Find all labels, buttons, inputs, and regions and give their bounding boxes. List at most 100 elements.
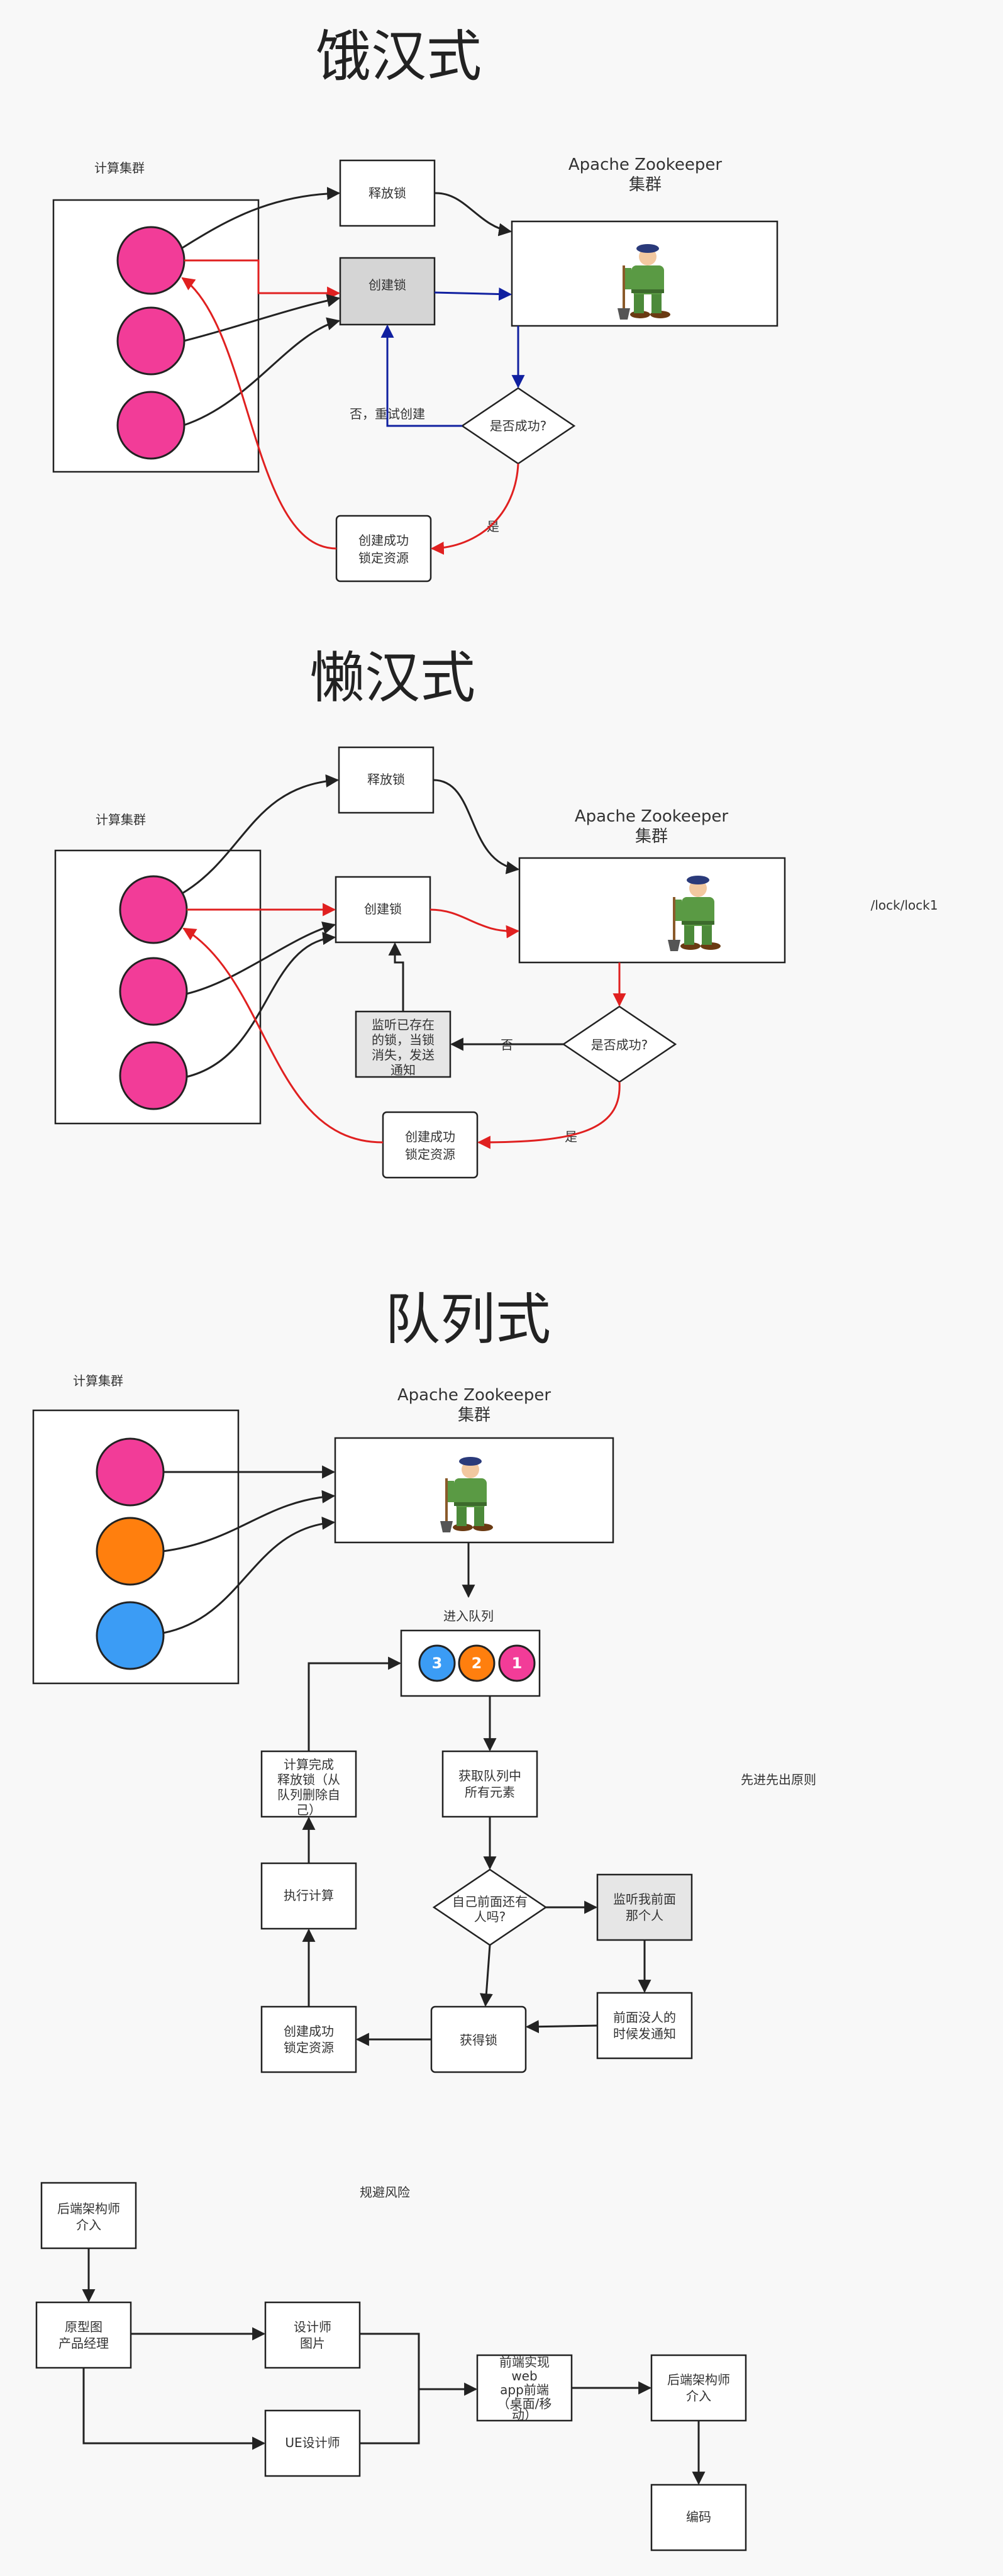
hungry-node-3[interactable]: [116, 391, 186, 460]
section-lazy: 懒汉式 计算集群 释放锁 创建锁 Apache Zookeeper 集群 /lo…: [54, 645, 938, 1179]
queue-success-box: [260, 2005, 357, 2073]
process-frontend-line5: 动）: [512, 2407, 537, 2423]
hungry-success-line1: 创建成功: [358, 533, 409, 548]
lazy-decision-label: 是否成功?: [591, 1037, 648, 1052]
queue-item-3: [498, 1644, 536, 1682]
lazy-edge-node3-create: [186, 932, 336, 1078]
hungry-yes-label: 是: [487, 519, 499, 534]
process-prototype-line2: 产品经理: [58, 2336, 109, 2351]
process-backend-arch-1-line2: 介入: [76, 2217, 101, 2233]
hungry-zk-title: Apache Zookeeper: [568, 155, 723, 174]
lazy-edge-success-node1: [182, 927, 384, 1144]
hungry-success-box: [335, 515, 432, 583]
process-frontend-line1: 前端实现: [499, 2355, 550, 2370]
hungry-success-line2: 锁定资源: [358, 550, 409, 566]
process-risk-note: 规避风险: [360, 2185, 410, 2200]
process-frontend-box: [476, 2354, 573, 2422]
lazy-release-lock-box: [338, 746, 435, 814]
hungry-zk-sub: 集群: [629, 176, 662, 194]
queue-release-line3: 队列删除自: [277, 1787, 340, 1802]
queue-release-line1: 计算完成: [284, 1757, 334, 1772]
queue-title: 队列式: [385, 1287, 551, 1352]
hungry-node-1[interactable]: [116, 226, 186, 295]
lazy-create-lock-box: [335, 876, 431, 944]
queue-zk-sub: 集群: [458, 1406, 490, 1425]
queue-enter-label: 进入队列: [443, 1609, 494, 1624]
queue-item-3-label: 1: [512, 1654, 523, 1672]
queue-zk-title: Apache Zookeeper: [397, 1386, 551, 1405]
lazy-zk-sub: 集群: [635, 827, 668, 846]
hungry-edge-node1-release: [182, 187, 341, 249]
process-backend-arch-1-box: [40, 2182, 137, 2250]
queue-node-2[interactable]: [96, 1517, 165, 1586]
lazy-watch-line1: 监听已存在: [372, 1017, 435, 1032]
lazy-watch-line3: 消失，发送: [372, 1047, 435, 1062]
lazy-cluster-label: 计算集群: [96, 812, 146, 827]
section-queue: 队列式 计算集群 Apache Zookeeper 集群 进入队列 3 2 1 …: [32, 1287, 816, 2073]
lazy-node-1[interactable]: [119, 875, 188, 944]
queue-release-box: [260, 1750, 357, 1818]
queue-compute-label: 执行计算: [284, 1888, 334, 1903]
process-edge-prototype-ue: [82, 2368, 266, 2450]
queue-decision-line2: 人吗?: [474, 1909, 506, 1924]
queue-notify-line2: 时候发通知: [613, 2026, 676, 2041]
queue-watch-prev-line1: 监听我前面: [613, 1892, 676, 1907]
process-coding-label: 编码: [686, 2509, 711, 2524]
hungry-edge-yes: [430, 463, 519, 555]
lazy-success-line2: 锁定资源: [405, 1147, 455, 1162]
queue-edge-node2-zk: [162, 1490, 336, 1553]
process-backend-arch-2-box: [650, 2354, 747, 2422]
hungry-edge-node2-create: [183, 294, 341, 342]
lazy-watch-line4: 通知: [391, 1062, 416, 1078]
hungry-edge-node1-create: [184, 259, 341, 300]
queue-success-line2: 锁定资源: [284, 2040, 334, 2055]
queue-edge-decision-getlock: [479, 1944, 493, 2007]
queue-edge-release-queue: [308, 1656, 402, 1751]
process-backend-arch-2-line2: 介入: [686, 2389, 711, 2404]
hungry-node-2[interactable]: [116, 306, 186, 376]
queue-release-line4: 己）: [296, 1802, 321, 1817]
hungry-edge-node3-create: [183, 317, 341, 427]
process-designer-line2: 图片: [300, 2336, 325, 2351]
hungry-release-lock-label: 释放锁: [369, 186, 406, 201]
hungry-create-lock-box: [339, 257, 436, 326]
lazy-success-line1: 创建成功: [405, 1129, 455, 1144]
hungry-create-lock-label: 创建锁: [369, 277, 406, 293]
lazy-watch-line2: 的锁，当锁: [372, 1032, 435, 1047]
hungry-edge-release-zk: [434, 192, 513, 237]
process-frontend-line4: （桌面/移: [497, 2396, 552, 2411]
process-ue-designer-label: UE设计师: [285, 2435, 340, 2450]
process-prototype-line1: 原型图: [65, 2319, 103, 2334]
queue-item-2-label: 2: [472, 1654, 482, 1672]
lazy-edge-release-zk: [433, 779, 520, 874]
queue-watch-prev-box: [596, 1873, 693, 1941]
lazy-zk-box: [518, 857, 786, 964]
hungry-title: 饿汉式: [316, 24, 482, 89]
lazy-yes-label: 是: [565, 1129, 577, 1144]
lazy-node-3[interactable]: [119, 1041, 188, 1110]
queue-edge-node3-zk: [162, 1516, 336, 1634]
queue-get-all-box: [441, 1750, 538, 1818]
queue-decision-line1: 自己前面还有: [452, 1894, 528, 1909]
process-edge-merge: [360, 2333, 420, 2445]
section-hungry: 饿汉式 计算集群 释放锁 创建锁 Apache Zookeeper 集群 是否成…: [52, 24, 779, 583]
queue-get-lock-label: 获得锁: [460, 2032, 497, 2048]
lazy-zk-title: Apache Zookeeper: [575, 807, 729, 826]
process-prototype-box: [35, 2301, 132, 2369]
lazy-edge-node2-create: [186, 921, 336, 995]
hungry-edge-success-node1: [181, 277, 337, 550]
lazy-lock-path: /lock/lock1: [871, 898, 938, 913]
queue-notify-box: [596, 1992, 693, 2060]
queue-get-all-line1: 获取队列中: [458, 1768, 521, 1783]
process-designer-line1: 设计师: [294, 2319, 331, 2334]
lazy-node-2[interactable]: [119, 957, 188, 1026]
hungry-edge-create-zk: [434, 287, 513, 301]
lazy-edge-node1-release: [182, 774, 340, 895]
lazy-title: 懒汉式: [309, 645, 475, 710]
queue-node-3[interactable]: [96, 1601, 165, 1670]
queue-node-1[interactable]: [96, 1437, 165, 1507]
queue-item-1-label: 3: [432, 1654, 443, 1672]
queue-cluster-label: 计算集群: [73, 1373, 123, 1388]
